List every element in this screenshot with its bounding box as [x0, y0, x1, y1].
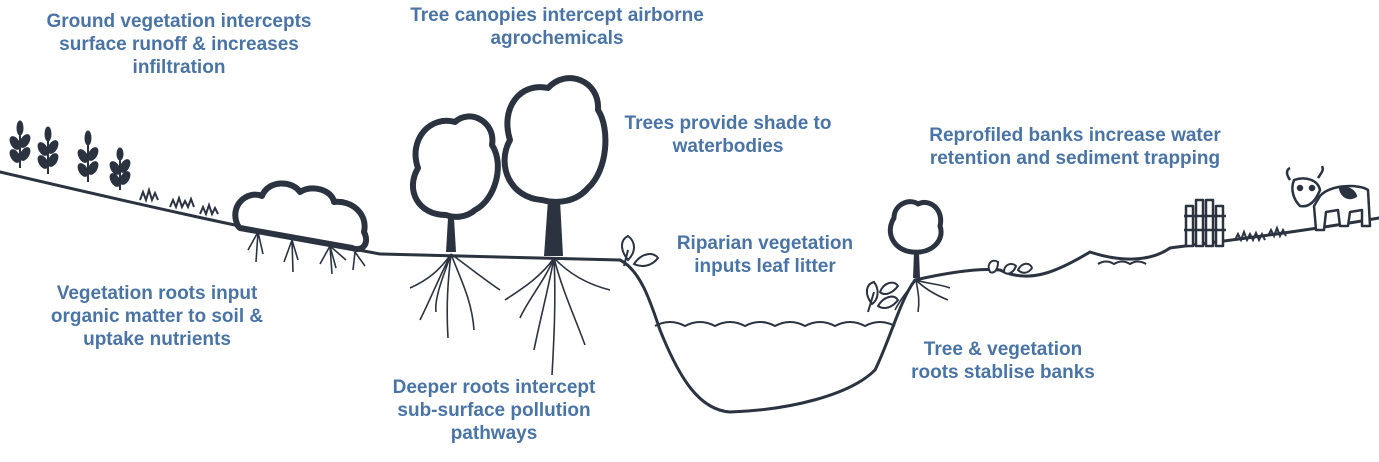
tree-icon	[501, 75, 609, 256]
river-channel	[618, 258, 917, 414]
shrub-icon	[232, 180, 370, 252]
leaf-icon	[866, 280, 900, 313]
grass-icon	[139, 186, 1287, 243]
river-water-surface	[654, 321, 896, 328]
shrub-roots	[247, 231, 366, 275]
label-tree-canopies: Tree canopies intercept airborne agroche…	[410, 5, 704, 49]
ground-line-right	[913, 216, 1379, 282]
label-bank-roots: Tree & vegetation roots stablise banks	[911, 339, 1095, 383]
label-reprofiled-banks: Reprofiled banks increase water retentio…	[929, 125, 1221, 169]
label-ground-vegetation: Ground vegetation intercepts surface run…	[46, 11, 312, 78]
fence-icon	[1184, 198, 1226, 248]
tree-icon	[887, 199, 944, 278]
label-deeper-roots: Deeper roots intercept sub-surface pollu…	[392, 377, 596, 444]
pond-water-surface	[1097, 260, 1147, 266]
tree-icon	[410, 113, 501, 252]
label-vegetation-roots: Vegetation roots input organic matter to…	[50, 283, 264, 350]
label-riparian-vegetation: Riparian vegetation inputs leaf litter	[676, 233, 854, 277]
crop-plant-icon	[9, 120, 131, 190]
label-tree-shade: Trees provide shade to waterbodies	[624, 113, 832, 157]
cow-icon	[1285, 165, 1372, 232]
tree-roots	[409, 253, 951, 376]
leaf-icon	[621, 234, 660, 267]
leaf-icon	[987, 259, 1034, 275]
